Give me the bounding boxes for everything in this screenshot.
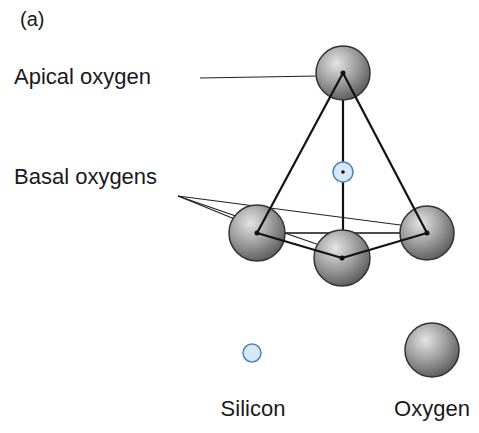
part-label: Apical oxygen xyxy=(14,64,151,89)
leader-line xyxy=(178,196,408,226)
legend-label: Oxygen xyxy=(394,396,470,421)
legend-silicon-sample xyxy=(243,344,261,362)
part-label: Basal oxygens xyxy=(14,164,157,189)
oxygen-atoms xyxy=(229,46,454,286)
centre-dot xyxy=(425,231,430,236)
centre-dot xyxy=(340,256,345,261)
leader-lines xyxy=(178,76,408,248)
atom-centres xyxy=(255,71,430,261)
edge-line xyxy=(257,233,342,258)
panel-letter: (a) xyxy=(20,8,44,31)
oxygen-atom xyxy=(400,206,454,260)
centre-dot xyxy=(341,170,345,174)
oxygen-atom xyxy=(316,46,370,100)
tetrahedron-edges xyxy=(257,73,427,258)
edge-line xyxy=(342,233,427,258)
leader-line xyxy=(200,76,318,78)
edge-line xyxy=(343,73,427,233)
oxygen-atom xyxy=(229,205,285,261)
silicon-atom xyxy=(333,162,353,182)
edge-line xyxy=(257,73,343,233)
legend-oxygen-sample xyxy=(405,323,459,377)
centre-dot xyxy=(341,71,346,76)
oxygen-atom xyxy=(314,230,370,286)
centre-dot xyxy=(255,231,260,236)
legend-label: Silicon xyxy=(221,396,286,421)
